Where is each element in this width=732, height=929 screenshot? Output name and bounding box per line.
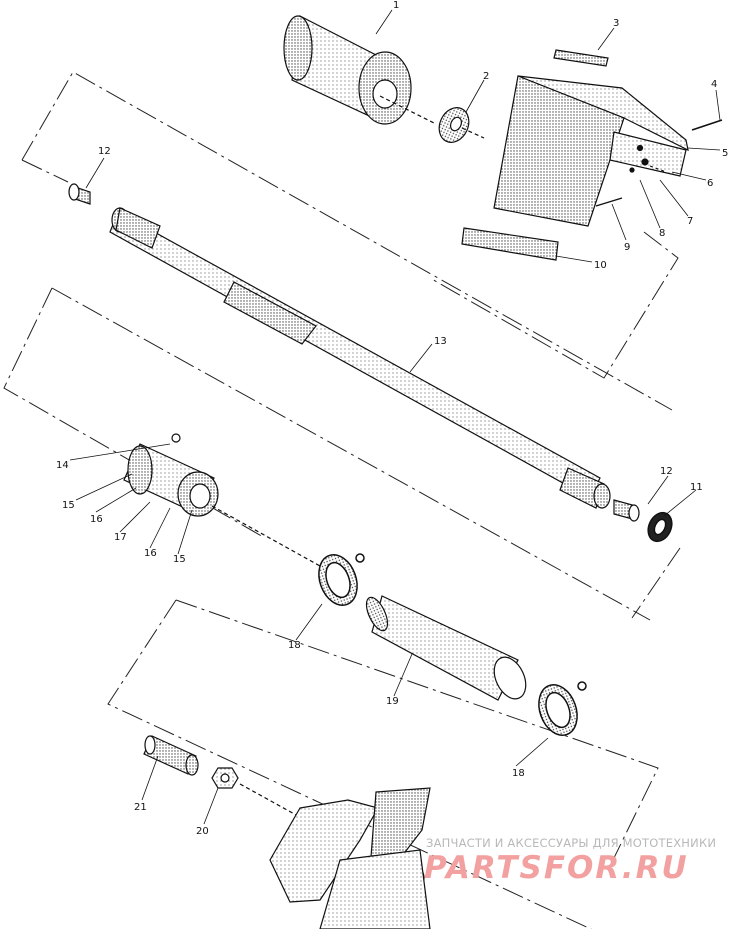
part-13-drive-shaft bbox=[109, 207, 611, 509]
callout-15-bottom: 15 bbox=[173, 554, 186, 565]
callout-8: 8 bbox=[659, 228, 665, 239]
callout-18-lower: 18 bbox=[512, 768, 525, 779]
part-18-lower-clamp bbox=[538, 681, 587, 736]
callout-3: 3 bbox=[613, 18, 619, 29]
part-3-plate bbox=[553, 49, 609, 67]
callout-17: 17 bbox=[114, 532, 127, 543]
callout-4: 4 bbox=[711, 79, 717, 90]
assembly-dashed-lines bbox=[3, 71, 681, 929]
part-18-upper-clamp bbox=[318, 553, 365, 606]
callout-20: 20 bbox=[196, 826, 209, 837]
callout-21: 21 bbox=[134, 802, 147, 813]
callout-16-left: 16 bbox=[90, 514, 103, 525]
part-19-boot-tube bbox=[365, 595, 527, 701]
part-1-roller bbox=[283, 15, 437, 125]
callout-11: 11 bbox=[690, 482, 703, 493]
callout-7: 7 bbox=[687, 216, 693, 227]
parts-4-9-housing bbox=[493, 75, 723, 227]
callout-5: 5 bbox=[722, 148, 728, 159]
leader-lines bbox=[69, 9, 721, 825]
callout-12-lower: 12 bbox=[660, 466, 673, 477]
callout-9: 9 bbox=[624, 242, 630, 253]
callout-6: 6 bbox=[707, 178, 713, 189]
callout-12-upper: 12 bbox=[98, 146, 111, 157]
parts-14-17-bearing-housing bbox=[123, 433, 321, 567]
part-21-fitting bbox=[143, 735, 199, 776]
watermark-tagline: ЗАПЧАСТИ И АКСЕССУАРЫ ДЛЯ МОТОТЕХНИКИ bbox=[426, 836, 717, 850]
callout-14: 14 bbox=[56, 460, 69, 471]
callout-15-left: 15 bbox=[62, 500, 75, 511]
callout-16-bottom: 16 bbox=[144, 548, 157, 559]
part-10-bar bbox=[461, 227, 559, 261]
part-2-washer bbox=[438, 107, 485, 143]
callout-13: 13 bbox=[434, 336, 447, 347]
part-20-nut bbox=[211, 767, 299, 817]
part-11-seal-ring bbox=[647, 511, 673, 543]
callout-1: 1 bbox=[393, 0, 399, 11]
callout-10: 10 bbox=[594, 260, 607, 271]
part-12-upper-bushing bbox=[68, 183, 91, 205]
callout-19: 19 bbox=[386, 696, 399, 707]
callout-labels: 1 2 3 4 5 6 7 8 9 10 12 13 12 11 14 15 1… bbox=[56, 0, 728, 837]
auger bbox=[269, 787, 431, 929]
callout-2: 2 bbox=[483, 71, 489, 82]
part-12-lower-bushing bbox=[613, 499, 640, 522]
callout-18-upper: 18 bbox=[288, 640, 301, 651]
watermark-logo: PARTSFOR.RU bbox=[424, 850, 689, 886]
